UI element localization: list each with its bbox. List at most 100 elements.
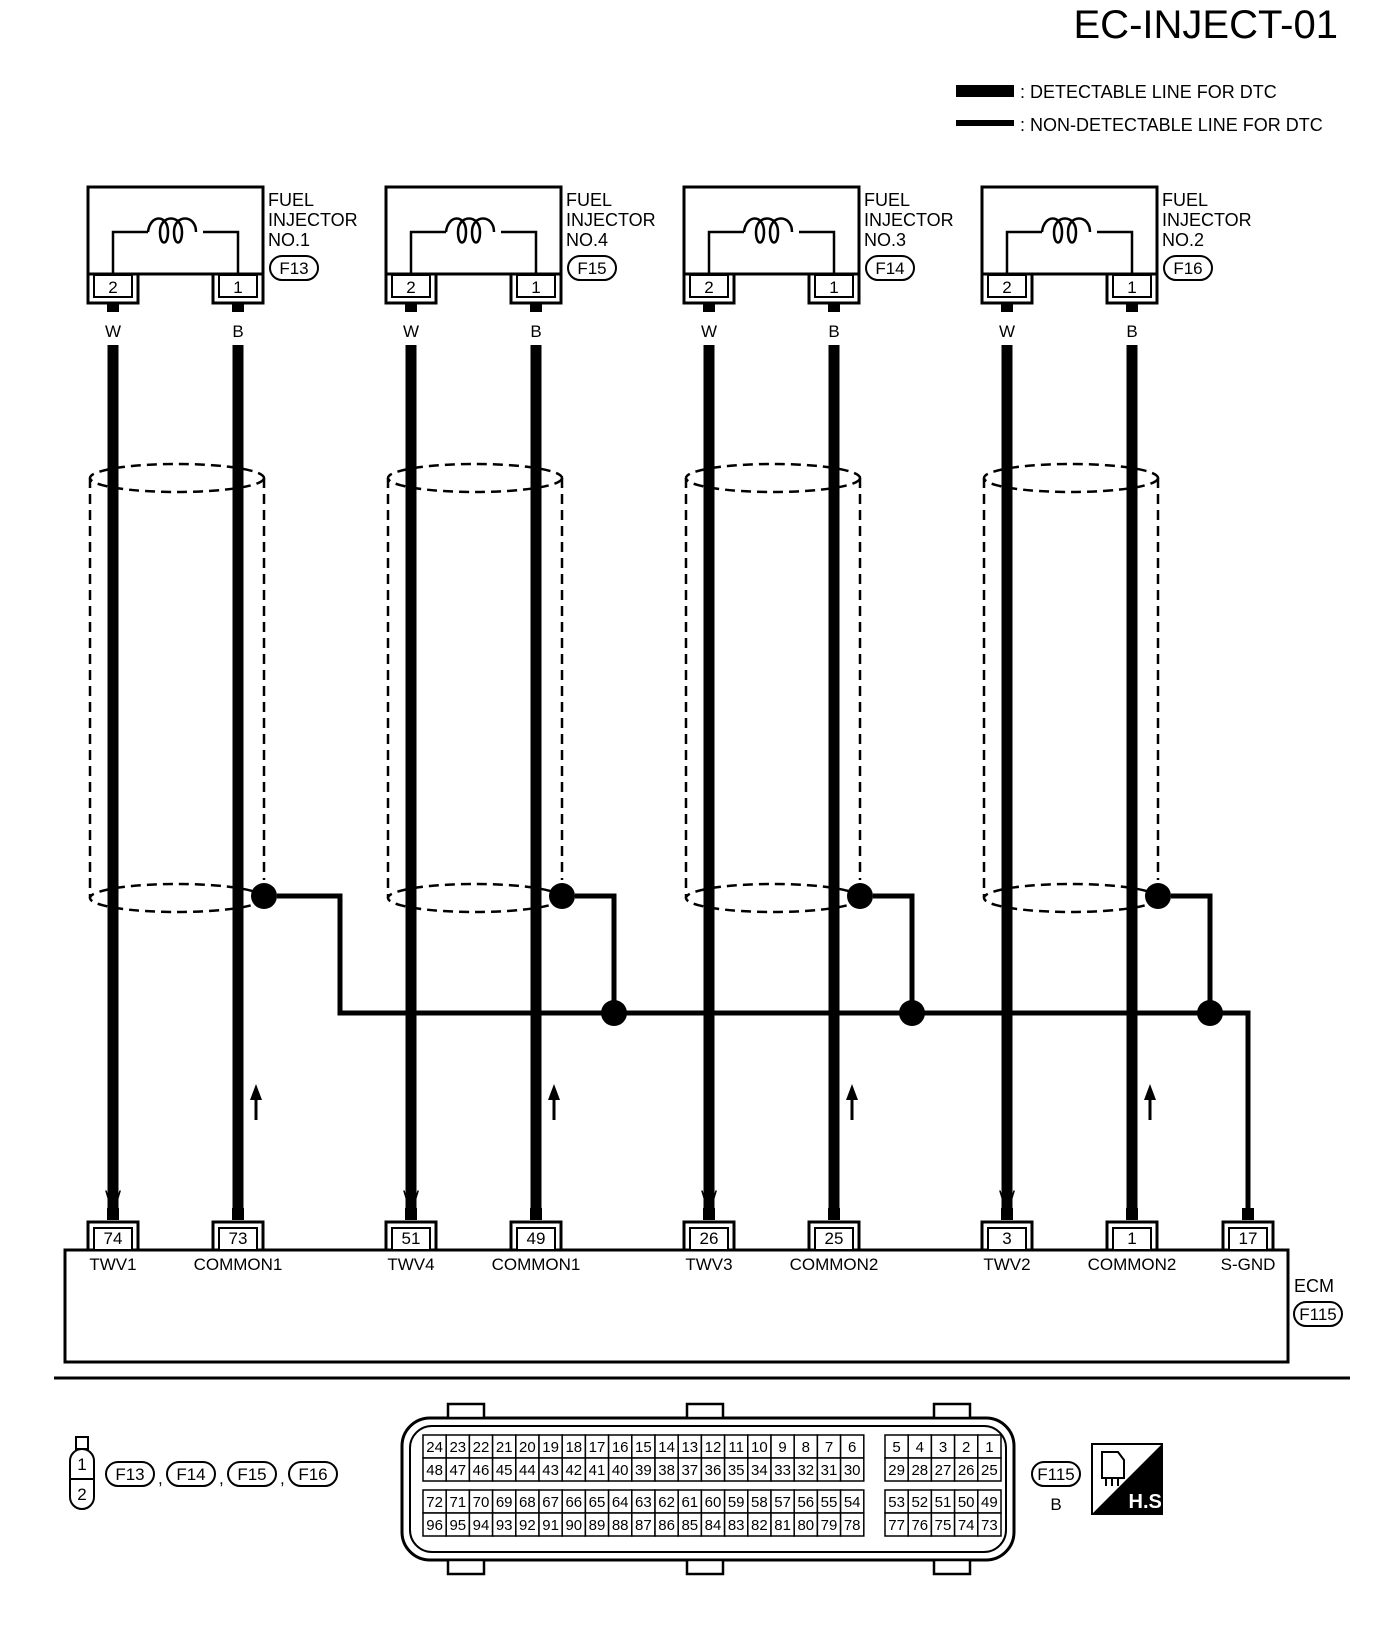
coil-lead-left <box>707 230 744 274</box>
pin-number: 23 <box>449 1439 466 1456</box>
ecm-terminal-name: COMMON2 <box>790 1255 879 1274</box>
wire-stub <box>1126 1208 1138 1220</box>
pin-number: 43 <box>542 1462 559 1479</box>
ecm-connector-inner <box>409 1425 1007 1553</box>
injector-pin-1-cell <box>516 274 556 298</box>
ecm-terminal-pin: 17 <box>1239 1229 1258 1248</box>
pin-number: 67 <box>542 1494 559 1511</box>
injector-pin-2-label: 2 <box>1002 278 1011 297</box>
coil-icon <box>1040 217 1092 244</box>
ecm-connector-id: F115 <box>1299 1305 1337 1324</box>
shield-drain-dot <box>1145 883 1171 909</box>
pin-number: 21 <box>496 1439 513 1456</box>
ecm-label: ECM <box>1294 1276 1334 1296</box>
injector-label-line: NO.2 <box>1162 230 1204 250</box>
pin-number: 40 <box>612 1462 629 1479</box>
non-detectable-line-label: : NON-DETECTABLE LINE FOR DTC <box>1020 115 1323 135</box>
injector-pin-1-label: 1 <box>233 278 242 297</box>
direction-arrow-head <box>846 1084 858 1100</box>
connector-badge <box>1293 1301 1343 1327</box>
injector-body <box>384 185 563 276</box>
ecm-terminal-cell <box>1112 1227 1152 1251</box>
pin-number: 92 <box>519 1517 536 1534</box>
pin-cell <box>839 1457 865 1482</box>
injector-label-line: NO.4 <box>566 230 608 250</box>
pin-number: 26 <box>958 1462 975 1479</box>
ecm-terminal-bracket <box>1105 1220 1159 1250</box>
pin-number: 62 <box>658 1494 675 1511</box>
injector-label-line: NO.1 <box>268 230 310 250</box>
injector-pin-1-label: 1 <box>829 278 838 297</box>
separator: , <box>280 1469 285 1488</box>
pin-number: 89 <box>589 1517 606 1534</box>
wire-stub <box>530 303 542 312</box>
hs-badge-label: H.S. <box>1129 1491 1168 1513</box>
connector-key-bottom <box>932 1558 972 1576</box>
pin-number: 19 <box>542 1439 559 1456</box>
wire-color-label: W <box>403 322 419 341</box>
ecm-terminal-cell <box>814 1227 854 1251</box>
ecm-terminal-cell <box>987 1227 1027 1251</box>
connector-id: F15 <box>577 259 606 278</box>
ecm-terminal-name: COMMON1 <box>492 1255 581 1274</box>
pin-number: 17 <box>589 1439 606 1456</box>
injector-label-line: FUEL <box>268 190 314 210</box>
pin-number: 63 <box>635 1494 652 1511</box>
wire-stub <box>107 303 119 312</box>
ecm-connector-id: F115 <box>1037 1465 1075 1484</box>
pin-number: 74 <box>958 1517 975 1534</box>
ecm-terminal-name: COMMON1 <box>194 1255 283 1274</box>
ecm-terminal-pin: 74 <box>104 1229 123 1248</box>
wire-stub <box>107 1208 119 1220</box>
ecm-terminal-bracket <box>682 1220 736 1250</box>
connector-symbol-icon <box>1101 1451 1125 1486</box>
pin-number: 55 <box>821 1494 838 1511</box>
connector-badge <box>567 255 617 281</box>
ecm-terminal-pin: 1 <box>1127 1229 1136 1248</box>
wire-stub <box>405 1208 417 1220</box>
pin-number: 22 <box>473 1439 490 1456</box>
ecm-terminal-bracket <box>86 1220 140 1250</box>
pin-number: 34 <box>751 1462 768 1479</box>
injector-label-line: INJECTOR <box>864 210 954 230</box>
pin-number: 12 <box>705 1439 722 1456</box>
wire-color-label: B <box>1126 1187 1137 1206</box>
ecm-terminal-name: TWV2 <box>983 1255 1030 1274</box>
connector-key-top <box>932 1402 972 1420</box>
pin-number: 79 <box>821 1517 838 1534</box>
pin-number: 46 <box>473 1462 490 1479</box>
connector-badge <box>1163 255 1213 281</box>
pin-number: 20 <box>519 1439 536 1456</box>
pin-cell <box>977 1457 1002 1482</box>
connector-key-bottom <box>685 1558 725 1576</box>
pin-number: 41 <box>589 1462 606 1479</box>
wire-stub <box>703 1208 715 1220</box>
pin-number: 42 <box>565 1462 582 1479</box>
pin-number: 36 <box>705 1462 722 1479</box>
pin-number: 33 <box>774 1462 791 1479</box>
wire-stub <box>828 1208 840 1220</box>
connector-key-bottom <box>446 1558 486 1576</box>
direction-arrow-head <box>548 1084 560 1100</box>
wire-color-label: W <box>105 322 121 341</box>
injector-label-line: FUEL <box>1162 190 1208 210</box>
coil-lead-right <box>501 230 538 274</box>
ecm-terminal-name: S-GND <box>1221 1255 1276 1274</box>
ecm-terminal-name: TWV1 <box>89 1255 136 1274</box>
pin-cell <box>977 1512 1002 1537</box>
separator: , <box>158 1469 163 1488</box>
connector-badge <box>105 1461 155 1487</box>
ecm-terminal-pin: 26 <box>700 1229 719 1248</box>
connector-key-top <box>685 1402 725 1420</box>
direction-arrow-head <box>1144 1084 1156 1100</box>
page-title: EC-INJECT-01 <box>1074 3 1339 47</box>
pin-number: 54 <box>844 1494 861 1511</box>
pin-number: 87 <box>635 1517 652 1534</box>
wire-stub <box>232 303 244 312</box>
pin-number: 31 <box>821 1462 838 1479</box>
wire-stub <box>530 1208 542 1220</box>
ecm-terminal-pin: 73 <box>229 1229 248 1248</box>
coil-lead-left <box>409 230 446 274</box>
